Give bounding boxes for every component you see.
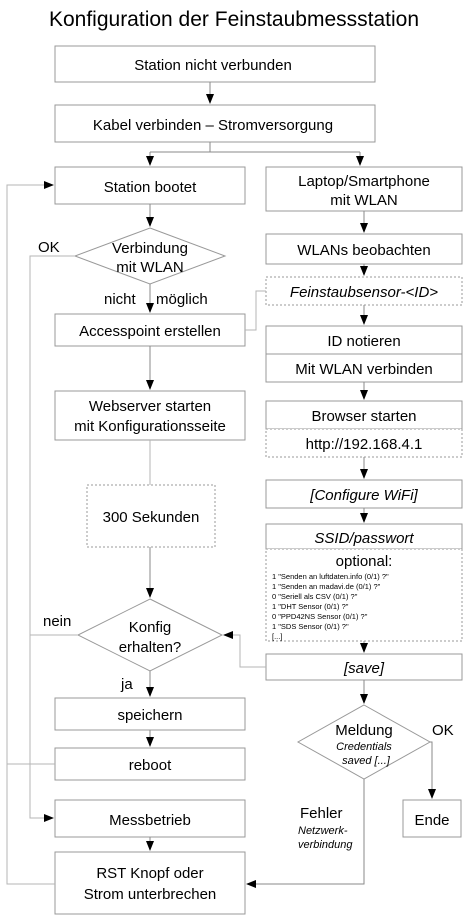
node-start-browser: Browser starten	[311, 408, 416, 425]
node-optional-item: 1 "DHT Sensor (0/1) ?"	[272, 602, 349, 611]
node-laptop-line2: mit WLAN	[330, 192, 398, 209]
node-save-button: [save]	[343, 660, 385, 677]
diagram-title: Konfiguration der Feinstaubmessstation	[49, 8, 419, 31]
label-ok-left: OK	[38, 239, 60, 256]
node-save-config: speichern	[117, 707, 182, 724]
node-sensor-ssid-box	[265, 276, 463, 306]
node-wlan-connection-line2: mit WLAN	[116, 259, 184, 276]
node-note-id: ID notieren	[327, 333, 400, 350]
node-optional-item: 0 "Seriell als CSV (0/1) ?"	[272, 592, 358, 601]
node-config-received-line2: erhalten?	[119, 639, 182, 656]
node-station-boots: Station bootet	[104, 179, 197, 196]
label-yes: ja	[120, 676, 133, 693]
label-error: Fehler	[300, 805, 343, 822]
node-wait-300: 300 Sekunden	[103, 509, 200, 526]
node-configure-wifi: [Configure WiFi]	[309, 487, 418, 504]
node-connect-cable: Kabel verbinden – Stromversorgung	[93, 117, 333, 134]
node-end: Ende	[414, 812, 449, 829]
loop-ok-to-measurement	[29, 255, 75, 822]
node-create-accesspoint: Accesspoint erstellen	[79, 323, 221, 340]
node-configure-wifi-box	[265, 479, 463, 509]
label-possible: möglich	[156, 291, 208, 308]
node-connect-cable-box	[54, 104, 376, 143]
node-station-boots-box	[54, 166, 246, 205]
node-observe-wlans: WLANs beobachten	[297, 242, 430, 259]
arrow-message-to-end	[428, 741, 436, 799]
node-message-line2: Credentials	[336, 741, 392, 753]
node-reset-line1: RST Knopf oder	[96, 865, 203, 882]
node-reboot: reboot	[129, 757, 172, 774]
node-note-id-box	[265, 325, 463, 355]
node-connect-wlan: Mit WLAN verbinden	[295, 361, 433, 378]
arrow-error-to-reset	[246, 779, 365, 888]
node-station-not-connected-box	[54, 45, 376, 83]
node-optional-item: [...]	[272, 632, 282, 641]
node-start-browser-box	[265, 400, 463, 430]
node-ssid-password-box	[265, 523, 463, 550]
node-start-webserver-line1: Webserver starten	[89, 398, 211, 415]
node-message-line3: saved [...]	[342, 755, 391, 767]
node-laptop-line1: Laptop/Smartphone	[298, 173, 430, 190]
label-not: nicht	[104, 291, 137, 308]
node-ip-address-box	[265, 428, 463, 458]
label-no: nein	[43, 613, 71, 630]
node-connect-wlan-box	[265, 353, 463, 383]
node-reset-box	[54, 851, 246, 915]
node-station-not-connected: Station nicht verbunden	[134, 57, 292, 74]
node-measurement: Messbetrieb	[109, 812, 191, 829]
node-ip-address: http://192.168.4.1	[306, 436, 423, 453]
line-accesspoint-to-ssid	[245, 290, 266, 331]
arrow-save-to-config-check	[223, 631, 266, 668]
node-optional-item: 0 "PPD42NS Sensor (0/1) ?"	[272, 612, 368, 621]
node-start-webserver-box	[54, 390, 246, 441]
node-optional-item: 1 "SDS Sensor (0/1) ?"	[272, 622, 349, 631]
node-create-accesspoint-box	[54, 313, 246, 347]
node-end-box	[402, 799, 462, 838]
node-start-webserver-line2: mit Konfigurationsseite	[74, 418, 226, 435]
node-save-config-box	[54, 697, 246, 731]
loop-reset-to-boots	[6, 181, 55, 885]
node-message-line1: Meldung	[335, 722, 393, 739]
node-wait-300-box	[86, 484, 216, 548]
node-optional-item: 1 "Senden an luftdaten.info (0/1) ?"	[272, 572, 389, 581]
node-optional-item: 1 "Senden an madavi.de (0/1) ?"	[272, 582, 381, 591]
node-reset-line2: Strom unterbrechen	[84, 886, 217, 903]
node-wlan-connection-line1: Verbindung	[112, 240, 188, 257]
node-observe-wlans-box	[265, 233, 463, 265]
node-optional-title: optional:	[336, 553, 393, 570]
node-sensor-ssid: Feinstaubsensor-<ID>	[290, 284, 438, 301]
node-measurement-box	[54, 799, 246, 838]
label-network-line2: verbindung	[298, 839, 353, 851]
node-optional-box	[265, 548, 463, 642]
node-ssid-password: SSID/passwort	[314, 530, 414, 547]
label-network-line1: Netzwerk-	[298, 825, 348, 837]
label-ok-right: OK	[432, 722, 454, 739]
node-config-received-line1: Konfig	[129, 619, 172, 636]
